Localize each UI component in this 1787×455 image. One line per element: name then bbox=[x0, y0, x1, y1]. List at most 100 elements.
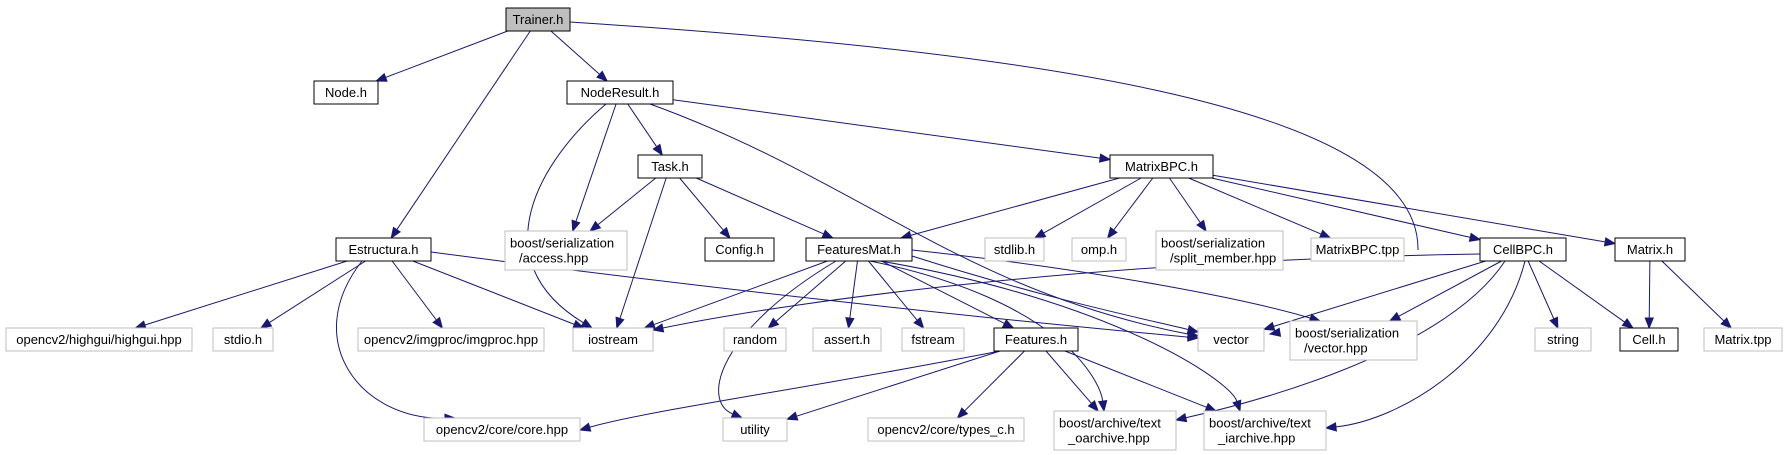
node-oarchive-label-1: _oarchive.hpp bbox=[1067, 431, 1150, 446]
edge-trainer-to-noderesult bbox=[550, 30, 609, 82]
edge-trainer-to-vector bbox=[569, 21, 1419, 337]
node-omp-label-0: omp.h bbox=[1081, 242, 1117, 257]
edge-cellbpc-to-cell-arrowhead bbox=[1621, 318, 1634, 329]
node-core-label-0: opencv2/core/core.hpp bbox=[436, 422, 568, 437]
edge-featuresmat-to-oarchive-arrowhead bbox=[1097, 399, 1108, 413]
node-matrix-box bbox=[1614, 237, 1686, 262]
edge-features-to-typesc bbox=[956, 350, 1025, 419]
node-random: random bbox=[723, 327, 787, 352]
node-features[interactable]: Features.h bbox=[993, 327, 1079, 352]
edge-noderesult-to-matrixbpc-arrowhead bbox=[1098, 153, 1112, 163]
node-cell[interactable]: Cell.h bbox=[1619, 327, 1679, 352]
node-stdlib: stdlib.h bbox=[984, 237, 1045, 262]
edge-features-to-utility-arrowhead bbox=[785, 411, 799, 421]
node-matrix[interactable]: Matrix.h bbox=[1614, 237, 1686, 262]
node-noderesult-label-0: NodeResult.h bbox=[581, 85, 660, 100]
node-iostream: iostream bbox=[572, 327, 654, 352]
node-config[interactable]: Config.h bbox=[704, 237, 775, 262]
edge-featuresmat-to-iostream bbox=[643, 260, 828, 329]
edge-estructura-to-imgproc bbox=[391, 260, 444, 330]
node-trainer[interactable]: Trainer.h bbox=[505, 7, 571, 32]
edge-estructura-to-stdio bbox=[259, 260, 366, 329]
node-stdlib-label-0: stdlib.h bbox=[994, 242, 1035, 257]
edge-features-to-core-line bbox=[589, 350, 1001, 428]
node-highgui-box bbox=[5, 327, 193, 352]
edge-cellbpc-to-cell-line bbox=[1538, 260, 1626, 323]
node-matrixtpp-label-0: Matrix.tpp bbox=[1714, 332, 1771, 347]
edge-features-to-oarchive-line bbox=[1045, 350, 1092, 404]
node-vector: vector bbox=[1197, 327, 1265, 352]
edge-featuresmat-to-vector bbox=[911, 255, 1200, 335]
edge-featuresmat-to-vector-arrowhead bbox=[1186, 324, 1200, 335]
edge-matrixbpc-to-splitmember-line bbox=[1169, 177, 1201, 224]
node-omp-box bbox=[1071, 237, 1127, 262]
edge-features-to-iarchive-arrowhead bbox=[1204, 402, 1218, 412]
node-cell-label-0: Cell.h bbox=[1632, 332, 1665, 347]
edge-matrixbpc-to-splitmember bbox=[1169, 177, 1207, 233]
node-serialvector-box bbox=[1289, 320, 1418, 361]
edge-matrixbpc-to-cellbpc-line bbox=[1211, 177, 1471, 238]
edge-estructura-to-stdio-arrowhead bbox=[259, 318, 273, 329]
node-highgui: opencv2/highgui/highgui.hpp bbox=[5, 327, 193, 352]
edge-estructura-to-imgproc-arrowhead bbox=[432, 316, 444, 330]
node-estructura[interactable]: Estructura.h bbox=[335, 237, 432, 262]
node-noderesult[interactable]: NodeResult.h bbox=[566, 80, 674, 105]
edge-matrixbpc-to-cellbpc-arrowhead bbox=[1468, 232, 1482, 242]
edge-task-to-featuresmat-arrowhead bbox=[821, 229, 835, 239]
edge-featuresmat-to-assert bbox=[845, 260, 858, 330]
node-matrixbpc-label-0: MatrixBPC.h bbox=[1125, 159, 1198, 174]
edge-features-to-oarchive bbox=[1045, 350, 1099, 413]
node-node[interactable]: Node.h bbox=[313, 80, 379, 105]
node-access-label-1: /access.hpp bbox=[519, 251, 588, 266]
edge-trainer-to-estructura-line bbox=[396, 30, 531, 230]
edge-features-to-oarchive-arrowhead bbox=[1087, 399, 1099, 413]
edge-featuresmat-to-iarchive-arrowhead bbox=[1232, 399, 1242, 413]
node-cellbpc[interactable]: CellBPC.h bbox=[1479, 237, 1567, 262]
edge-noderesult-to-iostream-line bbox=[527, 103, 607, 324]
edge-noderesult-to-task bbox=[627, 103, 663, 157]
edge-cellbpc-to-vector-arrowhead bbox=[1262, 321, 1276, 331]
edge-noderesult-to-iostream bbox=[527, 103, 607, 329]
node-splitmember: boost/serialization/split_member.hpp bbox=[1155, 230, 1284, 271]
node-matrixtpp: Matrix.tpp bbox=[1703, 327, 1783, 352]
edge-matrixbpc-to-cellbpc bbox=[1211, 177, 1482, 242]
edge-cellbpc-to-serialvector bbox=[1388, 260, 1502, 322]
edge-cellbpc-to-cell bbox=[1538, 260, 1634, 329]
edge-cellbpc-to-serialvector-line bbox=[1398, 260, 1502, 317]
node-task[interactable]: Task.h bbox=[637, 154, 703, 179]
edge-matrix-to-matrixtpp-line bbox=[1661, 260, 1725, 322]
node-access-box bbox=[504, 230, 628, 271]
node-core: opencv2/core/core.hpp bbox=[423, 417, 581, 442]
node-typesc-box bbox=[867, 417, 1025, 442]
edge-matrix-to-matrixtpp bbox=[1661, 260, 1733, 329]
edge-trainer-to-estructura bbox=[390, 30, 531, 240]
node-assert-label-0: assert.h bbox=[824, 332, 870, 347]
edge-noderesult-to-access-arrowhead bbox=[571, 219, 581, 233]
edge-cellbpc-to-string-arrowhead bbox=[1549, 316, 1559, 330]
edge-estructura-to-highgui bbox=[134, 260, 348, 330]
edge-featuresmat-to-utility-arrowhead bbox=[730, 409, 744, 419]
edge-featuresmat-to-fstream-line bbox=[868, 260, 918, 321]
node-serialvector-label-0: boost/serialization bbox=[1295, 326, 1399, 341]
node-cellbpc-box bbox=[1479, 237, 1567, 262]
node-string-box bbox=[1534, 327, 1592, 352]
node-access-label-0: boost/serialization bbox=[510, 236, 614, 251]
node-task-box bbox=[637, 154, 703, 179]
node-node-label-0: Node.h bbox=[325, 85, 367, 100]
edge-estructura-to-stdio-line bbox=[269, 260, 366, 324]
node-typesc-label-0: opencv2/core/types_c.h bbox=[877, 422, 1014, 437]
edge-matrixbpc-to-stdlib-arrowhead bbox=[1033, 228, 1047, 239]
node-featuresmat[interactable]: FeaturesMat.h bbox=[805, 237, 913, 262]
edge-task-to-iostream-line bbox=[619, 177, 667, 319]
edge-task-to-iostream-arrowhead bbox=[615, 316, 625, 330]
node-imgproc-box bbox=[357, 327, 545, 352]
node-iarchive-box bbox=[1203, 410, 1327, 451]
edge-trainer-to-estructura-arrowhead bbox=[390, 226, 402, 240]
edge-noderesult-to-vector-line bbox=[649, 103, 1189, 335]
edge-matrix-to-cell bbox=[1644, 260, 1654, 330]
node-matrixtpp-box bbox=[1703, 327, 1783, 352]
node-core-box bbox=[423, 417, 581, 442]
edge-featuresmat-to-random-line bbox=[775, 260, 847, 322]
node-matrixbpc[interactable]: MatrixBPC.h bbox=[1109, 154, 1214, 179]
